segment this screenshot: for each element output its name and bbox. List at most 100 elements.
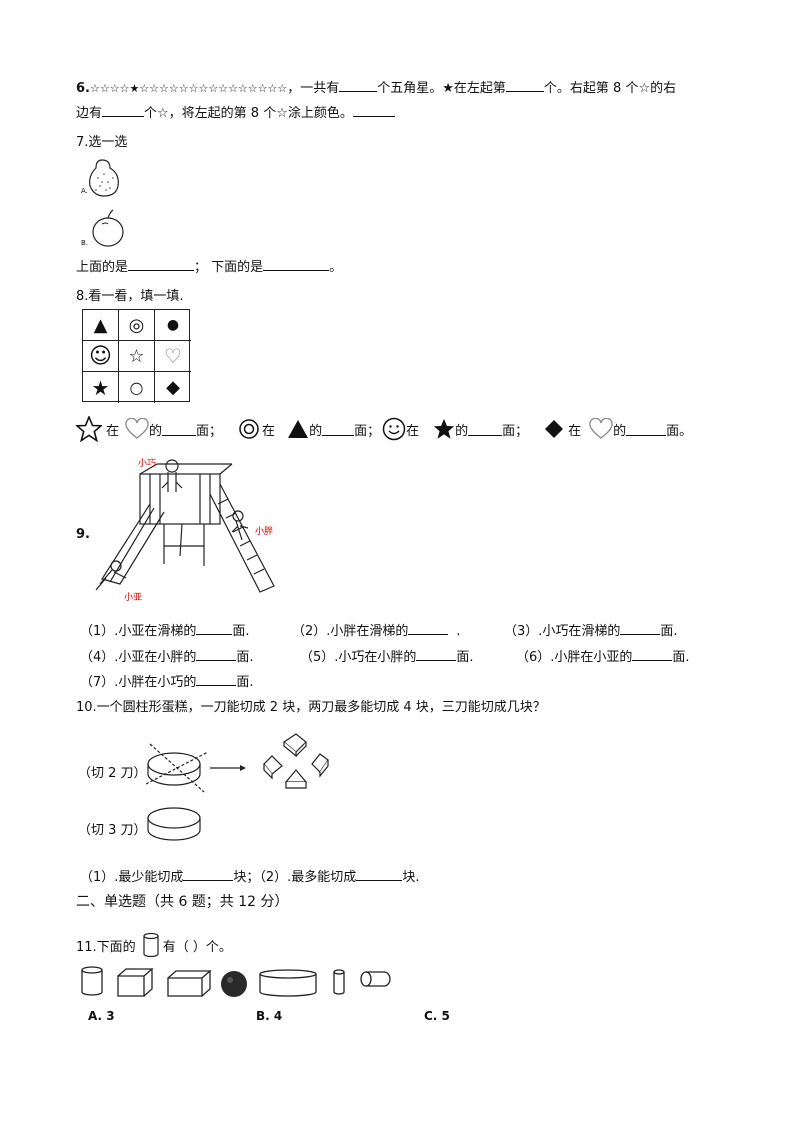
q9-item-4-pre: （4）.小亚在小胖的 [80, 650, 197, 665]
q10-ans1-pre: （1）.最少能切成 [80, 870, 184, 885]
grid-bullseye: ◎ [119, 310, 155, 341]
q8-title: 8.看一看，填一填. [76, 289, 184, 304]
q6-blank-3[interactable] [102, 104, 145, 117]
label-xiaopang: 小胖 [255, 527, 274, 537]
q6-text-4: 边有 [76, 106, 103, 121]
q8-text-mian-2: 面； [354, 423, 381, 439]
q6-line-2: 边有 个☆，将左起的第 8 个☆涂上颜色。 [76, 102, 395, 126]
q9-item-2-pre: （2）.小胖在滑梯的 [292, 624, 409, 639]
q9-item-2-post: . [456, 624, 461, 639]
q7-label-a: A. [81, 187, 88, 195]
star-outline-icon [76, 416, 102, 442]
q9-blank-5[interactable] [416, 648, 457, 661]
q9-item-2: （2）.小胖在滑梯的. [292, 620, 461, 639]
q9-blank-4[interactable] [196, 648, 237, 661]
q9-blank-2[interactable] [408, 622, 449, 635]
triangle-icon [288, 420, 309, 438]
q8-grid: ▲ ◎ ● ☺ ☆ ♡ ★ ○ ◆ [82, 309, 191, 403]
q11-text-pre: 11.下面的 [76, 939, 136, 955]
heart-icon-2 [589, 418, 613, 439]
q6-stars-right: ☆☆☆☆☆☆☆☆☆☆☆☆☆☆☆ [139, 82, 288, 95]
q6-blank-2[interactable] [505, 79, 544, 92]
q9-item-5-post: 面. [456, 650, 474, 665]
q8-answer-line: 在 的面； 在 的面； 在 的面； 在 的面。 [76, 416, 692, 442]
q9-item-7-pre: （7）.小胖在小巧的 [80, 675, 197, 690]
q9-item-7-post: 面. [236, 675, 254, 690]
q9-blank-1[interactable] [196, 622, 233, 635]
q8-text-zai-4: 在 [568, 423, 582, 439]
heart-icon [125, 418, 149, 439]
q7-blank-2[interactable] [263, 258, 330, 271]
cake-three-cuts [147, 807, 201, 841]
q8-text-mian-1: 面； [196, 423, 223, 439]
diamond-icon [545, 420, 564, 438]
label-xiaoqiao: 小巧 [138, 459, 157, 469]
slide-illustration [95, 459, 275, 593]
q11-option-a[interactable]: A. 3 [88, 1009, 115, 1023]
q8-blank-2[interactable] [322, 423, 355, 436]
q9-blank-3[interactable] [620, 622, 661, 635]
label-xiaoya: 小亚 [124, 593, 143, 603]
section-2-title: 二、单选题（共 6 题；共 12 分） [76, 894, 289, 910]
q6-stars-left: ☆☆☆☆ [89, 82, 130, 95]
grid-triangle: ▲ [83, 310, 119, 341]
q8-text-de-3: 的 [455, 423, 469, 439]
q8-blank-4[interactable] [626, 423, 667, 436]
q8-text-zai-1: 在 [106, 423, 120, 439]
q7-title: 7.选一选 [76, 135, 128, 150]
q8-text-mian-3: 面； [502, 423, 529, 439]
q7-label-b: B. [81, 239, 89, 247]
q9-item-5-pre: （5）.小巧在小胖的 [300, 650, 417, 665]
q10-title: 10.一个圆柱形蛋糕，一刀能切成 2 块，两刀最多能切成 4 块，三刀能切成几块… [76, 700, 546, 715]
q9-item-6: （6）.小胖在小亚的面. [516, 646, 690, 665]
cake-pieces [263, 733, 329, 789]
q9-number: 9. [76, 527, 90, 542]
q6-star-black: ★ [129, 82, 140, 95]
q8-blank-1[interactable] [162, 423, 197, 436]
q11-text-post: 有（ ）个。 [162, 939, 232, 955]
q8-text-de-1: 的 [149, 423, 163, 439]
q9-item-5: （5）.小巧在小胖的 面. [300, 646, 474, 665]
q10-label-2-cuts: （切 2 刀） [78, 766, 147, 781]
q7-text-1: 上面的是 [76, 260, 129, 275]
q6-text-1: ，一共有 [287, 81, 340, 96]
apple-icon [92, 209, 124, 247]
q6-number: 6. [76, 81, 90, 96]
q10-blank-2[interactable] [356, 868, 403, 881]
bullseye-icon [239, 419, 259, 439]
grid-circle: ○ [119, 372, 155, 403]
grid-star-outline: ☆ [119, 341, 155, 372]
q11-option-c[interactable]: C. 5 [424, 1009, 450, 1023]
q9-item-3-post: 面. [660, 624, 678, 639]
q11-option-b[interactable]: B. 4 [256, 1009, 283, 1023]
grid-smiley: ☺ [83, 341, 119, 372]
q9-blank-7[interactable] [196, 673, 237, 686]
grid-star-filled: ★ [83, 372, 119, 403]
q9-item-4-post: 面. [236, 650, 254, 665]
star-filled-icon [433, 418, 455, 439]
q9-item-3-pre: （3）.小巧在滑梯的 [504, 624, 621, 639]
arrow-icon [210, 765, 246, 771]
q10-answer-line: （1）.最少能切成 块；（2）.最多能切成 块. [80, 866, 419, 885]
q10-blank-1[interactable] [183, 868, 234, 881]
cylinder-icon [143, 932, 159, 958]
q10-ans2-post: 块. [402, 870, 420, 885]
q7-blank-1[interactable] [128, 258, 195, 271]
q6-line-1: 6.☆☆☆☆★☆☆☆☆☆☆☆☆☆☆☆☆☆☆☆，一共有 个五角星。★在左起第 个。右起… [76, 77, 676, 101]
smiley-icon [382, 417, 406, 441]
q8-text-de-2: 的 [309, 423, 323, 439]
q8-blank-3[interactable] [468, 423, 503, 436]
q9-blank-6[interactable] [632, 648, 673, 661]
q6-text-2: 个五角星。★在左起第 [377, 81, 506, 96]
q8-text-zai-2: 在 [262, 423, 276, 439]
q6-text-5: 个☆，将左起的第 8 个☆涂上颜色。 [144, 106, 353, 121]
q9-item-1-post: 面. [232, 624, 250, 639]
q6-text-3: 个。右起第 8 个☆的右 [543, 81, 677, 96]
q8-text-zai-3: 在 [406, 423, 420, 439]
q6-blank-4[interactable] [352, 104, 395, 117]
q9-item-6-pre: （6）.小胖在小亚的 [516, 650, 633, 665]
q10-ans1-post: 块；（2）.最多能切成 [233, 870, 357, 885]
q7-text-3: 。 [329, 260, 343, 275]
q9-item-1-pre: （1）.小亚在滑梯的 [80, 624, 197, 639]
q6-blank-1[interactable] [339, 79, 378, 92]
